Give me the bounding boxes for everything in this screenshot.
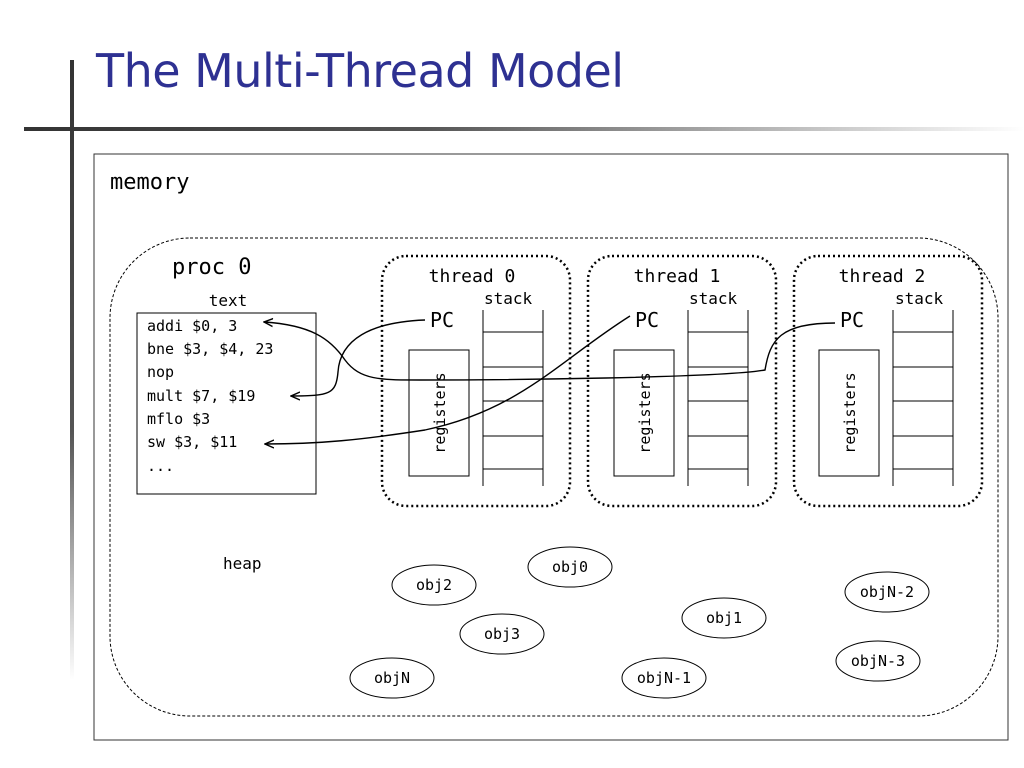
thread-2-registers-label: registers [841, 372, 859, 453]
heap-object-ellipse [391, 564, 477, 606]
heap-object-ellipse [459, 613, 545, 655]
thread-1-pc-label: PC [635, 308, 659, 332]
code-line: addi $0, 3 [147, 317, 237, 335]
heap-object: objN-2 [860, 583, 914, 601]
thread-0: thread 0 stack PC registers [380, 254, 572, 508]
process-label: proc 0 [172, 255, 251, 280]
thread-2-stack [892, 310, 954, 486]
thread-1-boundary [586, 254, 778, 508]
thread-1-registers-box [613, 349, 675, 477]
code-line: sw $3, $11 [147, 433, 237, 451]
process-boundary [109, 237, 999, 717]
thread-2-pc-label: PC [840, 308, 864, 332]
thread-1-registers-label: registers [636, 372, 654, 453]
thread-2-registers-box [818, 349, 880, 477]
thread-0-registers-label: registers [431, 372, 449, 453]
title-horizontal-rule [24, 127, 1024, 131]
thread-2-stack-label: stack [895, 289, 944, 308]
text-segment-label: text [209, 291, 248, 310]
thread-2-boundary [792, 254, 984, 508]
thread-0-boundary [380, 254, 572, 508]
thread-0-pc-arrow [291, 319, 426, 396]
title-vertical-rule [70, 60, 74, 680]
thread-0-pc-label: PC [430, 308, 454, 332]
thread-1-stack [687, 310, 749, 486]
memory-label: memory [110, 170, 189, 195]
thread-0-stack-label: stack [484, 289, 533, 308]
thread-1-stack-label: stack [689, 289, 738, 308]
code-line: bne $3, $4, 23 [147, 340, 273, 358]
code-line: ... [147, 457, 174, 475]
heap-object-ellipse [835, 640, 921, 682]
heap-object: obj2 [416, 576, 452, 594]
thread-2-pc-arrow [264, 322, 836, 381]
heap-object: obj0 [552, 558, 588, 576]
heap-object: objN [374, 669, 410, 687]
thread-2-label: thread 2 [839, 266, 926, 287]
text-segment-box [136, 312, 317, 495]
heap-object-ellipse [349, 657, 435, 699]
heap-object-ellipse [681, 597, 767, 639]
thread-1-pc-arrow [265, 315, 631, 444]
thread-1-label: thread 1 [634, 266, 721, 287]
heap-object: objN-1 [637, 669, 691, 687]
memory-box [93, 153, 1009, 741]
heap-object-ellipse [621, 657, 707, 699]
thread-0-stack [482, 310, 544, 486]
thread-0-label: thread 0 [429, 266, 516, 287]
heap-object: objN-3 [851, 652, 905, 670]
code-line: nop [147, 363, 174, 381]
slide-title: The Multi-Thread Model [96, 44, 624, 98]
heap-label: heap [223, 554, 262, 573]
code-line: mflo $3 [147, 410, 210, 428]
heap-object-ellipse [527, 546, 613, 588]
thread-0-registers-box [408, 349, 470, 477]
thread-1: thread 1 stack PC registers [586, 254, 778, 508]
heap-object: obj1 [706, 609, 742, 627]
heap-object-ellipse [844, 571, 930, 613]
heap-object: obj3 [484, 625, 520, 643]
code-line: mult $7, $19 [147, 387, 255, 405]
thread-2: thread 2 stack PC registers [792, 254, 984, 508]
